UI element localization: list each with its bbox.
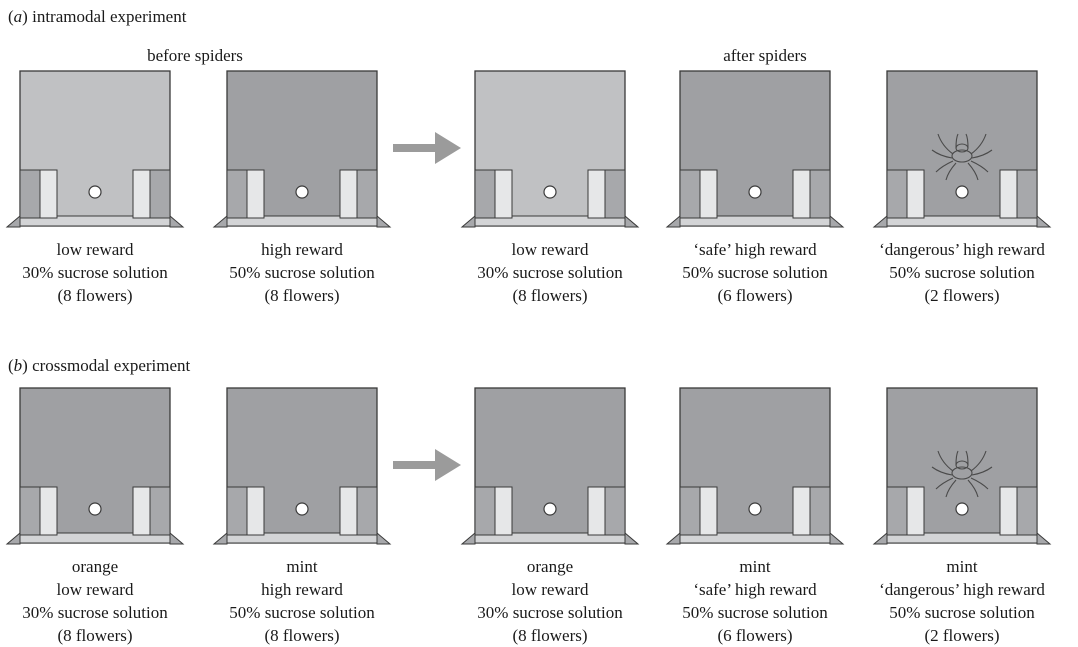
flower-count-label: (8 flowers) bbox=[264, 626, 340, 645]
flower-caption: mint high reward 50% sucrose solution (8 fl… bbox=[192, 555, 412, 647]
after-spiders-label: after spiders bbox=[723, 46, 807, 65]
flower-solution-label: 50% sucrose solution bbox=[682, 263, 828, 282]
flower-caption: low reward 30% sucrose solution (8 flowers… bbox=[440, 238, 660, 307]
flower-reward-label: ‘dangerous’ high reward bbox=[879, 240, 1045, 259]
flower-caption: low reward 30% sucrose solution (8 flowers… bbox=[0, 238, 205, 307]
flower-caption: ‘dangerous’ high reward 50% sucrose solut… bbox=[852, 238, 1072, 307]
flower-caption: high reward 50% sucrose solution (8 flower… bbox=[192, 238, 412, 307]
flower-caption: orange low reward 30% sucrose solution (8 f… bbox=[440, 555, 660, 647]
panel-a-heading: (a) intramodal experiment bbox=[8, 7, 187, 26]
transition-arrow-b bbox=[385, 445, 465, 485]
flower-reward-label: high reward bbox=[261, 240, 343, 259]
artificial-flower bbox=[212, 70, 392, 233]
transition-arrow-a bbox=[385, 128, 465, 168]
artificial-flower bbox=[665, 387, 845, 550]
flower-reward-label: ‘safe’ high reward bbox=[693, 240, 817, 259]
flower-reward-label: low reward bbox=[511, 240, 589, 259]
flower-reward-label: ‘safe’ high reward bbox=[693, 580, 817, 599]
spider-icon bbox=[931, 133, 993, 181]
flower-reward-label: high reward bbox=[261, 580, 343, 599]
flower-reward-label: ‘dangerous’ high reward bbox=[879, 580, 1045, 599]
artificial-flower bbox=[460, 387, 640, 550]
flower-count-label: (6 flowers) bbox=[717, 626, 793, 645]
artificial-flower bbox=[5, 387, 185, 550]
flower-solution-label: 30% sucrose solution bbox=[22, 263, 168, 282]
flower-count-label: (8 flowers) bbox=[57, 626, 133, 645]
flower-with-spider bbox=[872, 70, 1052, 233]
panel-b-letter: b bbox=[13, 356, 23, 375]
flower-solution-label: 30% sucrose solution bbox=[477, 263, 623, 282]
flower-scent-label: mint bbox=[946, 557, 978, 576]
flower-scent-label: orange bbox=[526, 557, 574, 576]
flower-scent-label: mint bbox=[286, 557, 318, 576]
flower-solution-label: 50% sucrose solution bbox=[229, 263, 375, 282]
flower-reward-label: low reward bbox=[56, 240, 134, 259]
artificial-flower bbox=[665, 70, 845, 233]
panel-a-letter: a bbox=[13, 7, 23, 26]
flower-solution-label: 50% sucrose solution bbox=[889, 603, 1035, 622]
flower-caption: mint ‘safe’ high reward 50% sucrose soluti… bbox=[645, 555, 865, 647]
flower-count-label: (8 flowers) bbox=[264, 286, 340, 305]
flower-solution-label: 30% sucrose solution bbox=[22, 603, 168, 622]
flower-scent-label: mint bbox=[739, 557, 771, 576]
flower-reward-label: low reward bbox=[511, 580, 589, 599]
flower-reward-label: low reward bbox=[56, 580, 134, 599]
flower-solution-label: 30% sucrose solution bbox=[477, 603, 623, 622]
flower-scent-label: orange bbox=[71, 557, 119, 576]
flower-count-label: (8 flowers) bbox=[512, 286, 588, 305]
flower-with-spider bbox=[872, 387, 1052, 550]
flower-caption: orange low reward 30% sucrose solution (8 f… bbox=[0, 555, 205, 647]
flower-caption: mint ‘dangerous’ high reward 50% sucrose s… bbox=[852, 555, 1072, 647]
flower-count-label: (8 flowers) bbox=[512, 626, 588, 645]
artificial-flower bbox=[5, 70, 185, 233]
flower-solution-label: 50% sucrose solution bbox=[889, 263, 1035, 282]
flower-count-label: (2 flowers) bbox=[924, 286, 1000, 305]
flower-caption: ‘safe’ high reward 50% sucrose solution (6… bbox=[645, 238, 865, 307]
artificial-flower bbox=[460, 70, 640, 233]
flower-solution-label: 50% sucrose solution bbox=[229, 603, 375, 622]
panel-a-title: intramodal experiment bbox=[32, 7, 187, 26]
flower-count-label: (2 flowers) bbox=[924, 626, 1000, 645]
spider-icon bbox=[931, 450, 993, 498]
panel-b-title: crossmodal experiment bbox=[32, 356, 191, 375]
panel-b-heading: (b) crossmodal experiment bbox=[8, 356, 191, 375]
flower-count-label: (8 flowers) bbox=[57, 286, 133, 305]
flower-solution-label: 50% sucrose solution bbox=[682, 603, 828, 622]
flower-count-label: (6 flowers) bbox=[717, 286, 793, 305]
artificial-flower bbox=[212, 387, 392, 550]
before-spiders-label: before spiders bbox=[147, 46, 243, 65]
